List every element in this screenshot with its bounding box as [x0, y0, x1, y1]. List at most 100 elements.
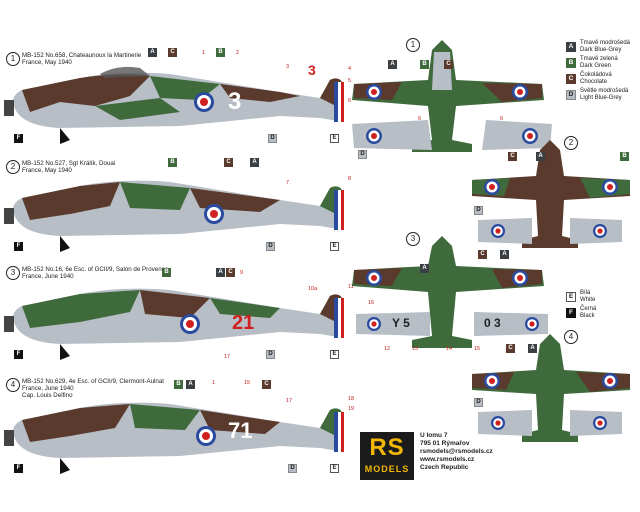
callout-number: 12 [384, 346, 391, 352]
legend-label-cz: Světle modrošedá [580, 88, 629, 94]
profile-caption-line3: Cap. Louis Delfino [22, 392, 73, 399]
callout-E: E [330, 350, 339, 359]
callout-A: A [388, 60, 397, 69]
callout-C: C [506, 344, 515, 353]
aircraft-bottom-view-1 [352, 120, 552, 150]
legend-label-cz: Tmavě modrošedá [580, 40, 631, 46]
callout-number: 13 [412, 346, 419, 352]
callout-B: B [620, 152, 629, 161]
address-line: 795 01 Rýmařov [420, 440, 470, 447]
company-address: U lomu 7 795 01 Rýmařov rsmodels@rsmodel… [420, 432, 493, 472]
callout-D: D [288, 464, 297, 473]
callout-A: A [216, 268, 225, 277]
callout-F: F [14, 134, 23, 143]
callout-D: D [474, 398, 483, 407]
callout-number: 3 [286, 64, 290, 70]
logo-sub: MODELS [364, 464, 410, 474]
profile-caption-line2: France, June 1940 [22, 385, 74, 392]
aircraft-side-profile-2 [4, 180, 344, 252]
callout-number: 7 [286, 180, 290, 186]
profile-caption-line2: France, May 1940 [22, 167, 72, 174]
callout-D: D [266, 350, 275, 359]
rudder-code: 9 [308, 172, 316, 188]
callout-number: 1 [212, 380, 216, 386]
callout-number: 19 [348, 406, 355, 412]
address-email: rsmodels@rsmodels.cz [420, 448, 493, 455]
callout-number: 2 [236, 50, 240, 56]
aircraft-side-profile-4 [4, 402, 344, 474]
legend-label-en: Dark Green [580, 63, 612, 69]
callout-B: B [174, 380, 183, 389]
legend-swatch: B [566, 58, 576, 68]
aircraft-side-profile-3 [4, 288, 344, 360]
profile-number: 2 [6, 160, 20, 174]
aircraft-code: 21 [232, 312, 255, 334]
callout-A: A [500, 250, 509, 259]
callout-A: A [148, 48, 157, 57]
plan-number: 4 [564, 330, 578, 344]
callout-C: C [262, 380, 271, 389]
plan-number: 2 [564, 136, 578, 150]
callout-A: A [536, 152, 545, 161]
profile-caption-line1: MB-152 No.16, 6e Esc. of GCII/9, Salon d… [22, 266, 169, 273]
callout-A: A [250, 158, 259, 167]
legend-label-en: Dark Blue-Grey [580, 47, 622, 53]
rudder-code: 3 [308, 62, 316, 78]
aircraft-code: 71 [228, 418, 253, 443]
callout-A: A [528, 344, 537, 353]
callout-E: E [330, 464, 339, 473]
callout-number: 15 [474, 346, 481, 352]
profile-caption-line2: France, May 1940 [22, 59, 72, 66]
callout-number: 16 [368, 300, 375, 306]
aircraft-code: 3 [228, 88, 242, 115]
legend-label-en: Black [580, 313, 595, 319]
aircraft-side-profile-1 [4, 66, 344, 144]
callout-E: E [330, 134, 339, 143]
aircraft-top-view-3 [352, 236, 548, 348]
callout-B: B [420, 60, 429, 69]
callout-C: C [224, 158, 233, 167]
callout-B: B [216, 48, 225, 57]
legend-label-en: Light Blue-Grey [580, 95, 622, 101]
logo-brand: RS [369, 434, 405, 461]
legend-swatch: C [566, 74, 576, 84]
profile-caption-line1: MB-152 No.658, Chateaunoux la Martinerie [22, 52, 142, 59]
plan-number: 3 [406, 232, 420, 246]
legend-label-cz: Černá [580, 306, 597, 312]
callout-number: 10a [308, 286, 318, 292]
callout-number: 6 [348, 98, 352, 104]
profile-caption-line1: MB-152 No.527, Sgt Králík, Douai [22, 160, 116, 167]
aircraft-top-view-4 [472, 334, 630, 442]
callout-D: D [474, 206, 483, 215]
legend-label-en: Chocolate [580, 79, 608, 85]
callout-C: C [168, 48, 177, 57]
plan-number: 1 [406, 38, 420, 52]
callout-number: 17 [224, 354, 231, 360]
rs-models-logo: RS MODELS [360, 432, 414, 480]
callout-number: 14 [446, 346, 453, 352]
address-line: Czech Republic [420, 464, 469, 471]
callout-C: C [478, 250, 487, 259]
callout-number: 6 [500, 116, 504, 122]
callout-number: 5 [348, 78, 352, 84]
underwing-code-left: Y 5 [392, 316, 410, 330]
legend-swatch: D [566, 90, 576, 100]
legend-label-cz: Bílá [580, 290, 591, 296]
legend-label-cz: Tmavě zelená [580, 56, 618, 62]
underwing-code-right: 0 3 [484, 316, 501, 330]
callout-D: D [358, 150, 367, 159]
callout-number: 4 [348, 66, 352, 72]
profile-number: 1 [6, 52, 20, 66]
callout-D: D [268, 134, 277, 143]
callout-A: A [420, 264, 429, 273]
callout-F: F [14, 350, 23, 359]
callout-number: 18 [348, 396, 355, 402]
legend-label-en: White [580, 297, 596, 303]
address-line: U lomu 7 [420, 432, 448, 439]
callout-number: 17 [286, 398, 293, 404]
legend-swatch: A [566, 42, 576, 52]
profile-number: 3 [6, 266, 20, 280]
callout-B: B [168, 158, 177, 167]
callout-F: F [14, 464, 23, 473]
callout-C: C [508, 152, 517, 161]
